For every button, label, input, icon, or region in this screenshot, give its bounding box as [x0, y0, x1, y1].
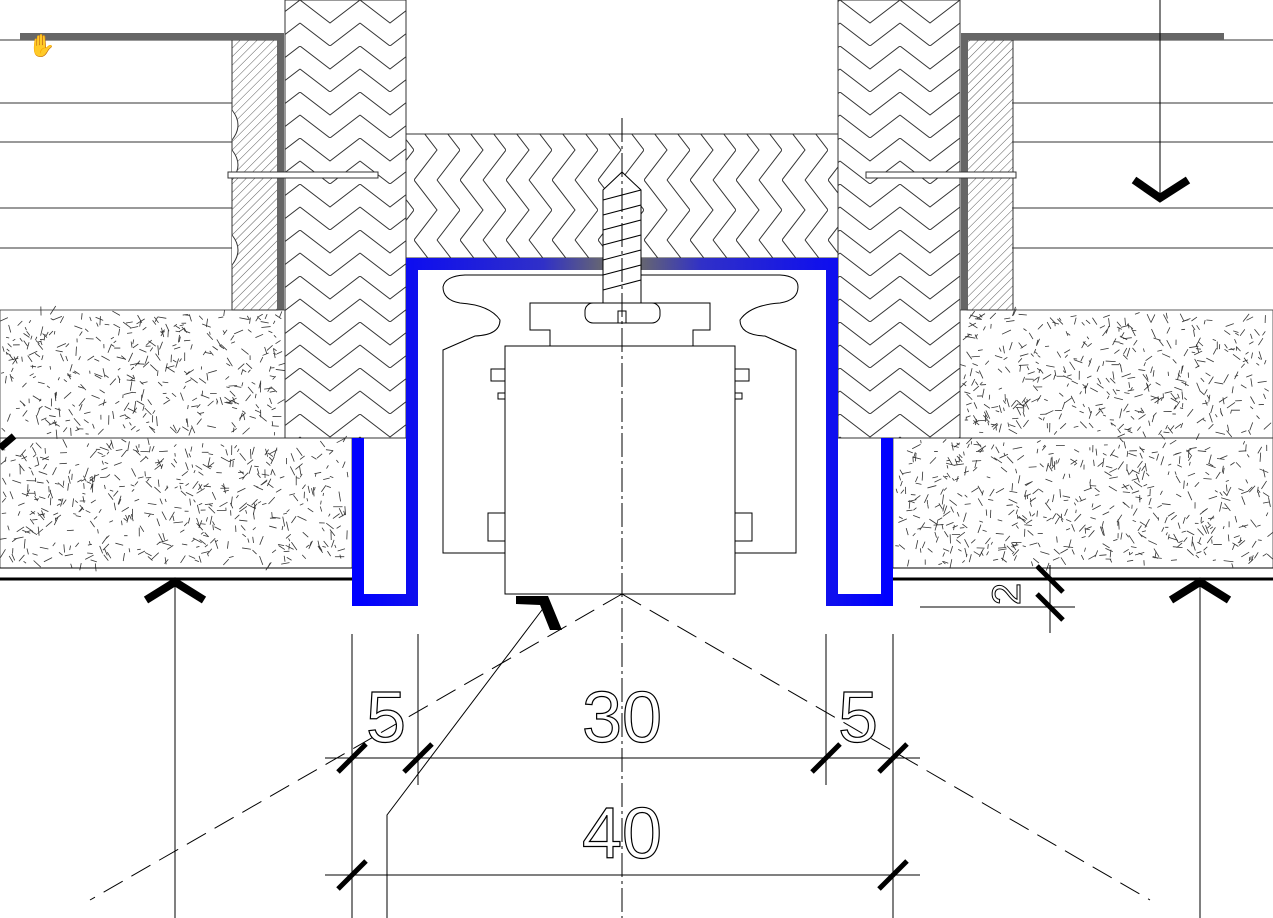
curtain-track-profile — [442, 274, 799, 554]
leader-arrow-icon — [516, 596, 562, 630]
dimension-ticks — [336, 564, 1065, 891]
leader-line — [386, 601, 549, 918]
left-timber-post — [284, 0, 407, 439]
right-top-plate — [962, 33, 1224, 40]
dim-left-gap: 5 — [366, 678, 406, 758]
concrete-screed — [0, 305, 1273, 572]
dim-profile-inner: 30 — [582, 678, 662, 758]
sightline-dashes — [89, 593, 1151, 901]
dim-overall: 40 — [582, 794, 662, 874]
right-timber-post — [837, 0, 961, 439]
section-arrow-up-left-icon — [143, 577, 207, 604]
section-arrow-up-right-icon — [1168, 577, 1232, 604]
section-arrow-left-edge-icon — [0, 433, 17, 451]
dim-side-offset: 2 — [985, 583, 1029, 605]
right-nail — [865, 171, 1017, 179]
left-top-plate — [20, 33, 283, 40]
section-arrow-down-icon — [1131, 176, 1191, 203]
left-nail — [227, 171, 379, 179]
track-carrier-box — [504, 345, 736, 595]
dim-right-gap: 5 — [838, 678, 878, 758]
hand-icon: ✋ — [28, 34, 56, 59]
carrier-lugs — [487, 368, 753, 542]
